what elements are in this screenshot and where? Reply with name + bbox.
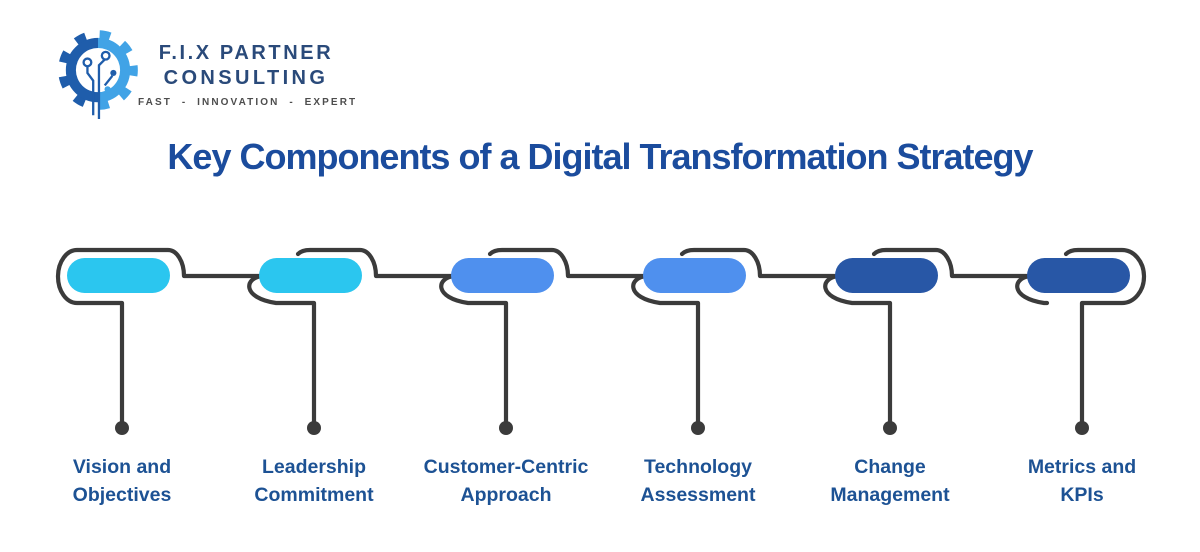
logo: F.I.X PARTNER CONSULTING FAST - INNOVATI…	[0, 0, 380, 130]
circuit-dot-icon	[104, 86, 111, 93]
circuit-node-icon	[100, 50, 111, 61]
page-title: Key Components of a Digital Transformati…	[167, 136, 1033, 177]
gear-right-half	[98, 30, 138, 110]
component-6	[1015, 247, 1147, 435]
circuit-traces	[86, 58, 114, 120]
connector-line	[1063, 247, 1147, 424]
brand-name-line1: F.I.X PARTNER	[158, 42, 334, 64]
brand-tagline: FAST - INNOVATION - EXPERT	[138, 97, 358, 108]
circuit-dot-icon	[110, 69, 117, 77]
connector-dot	[691, 421, 705, 435]
gear-circuit-icon	[58, 30, 138, 120]
component-label-line1: Leadership	[261, 456, 367, 478]
component-label-line2: Assessment	[640, 484, 756, 506]
component-pill	[643, 258, 746, 293]
connector-line	[247, 273, 317, 424]
component-label-line2: Approach	[460, 484, 552, 506]
connector-line	[679, 247, 841, 279]
connector-dot	[883, 421, 897, 435]
gear-left-half	[58, 30, 98, 110]
component-3	[439, 247, 649, 435]
component-label-line1: Change	[854, 456, 926, 478]
component-4	[631, 247, 841, 435]
component-pill	[67, 258, 170, 293]
component-label-line1: Vision and	[72, 456, 172, 478]
component-label-line2: Commitment	[254, 484, 374, 506]
connector-line	[295, 247, 457, 279]
connector-line	[631, 273, 701, 424]
component-label-line2: Management	[830, 484, 950, 506]
connector-line	[871, 247, 1033, 279]
component-pill	[451, 258, 554, 293]
brand-text-block: F.I.X PARTNER CONSULTING FAST - INNOVATI…	[138, 42, 358, 108]
connector-dot	[307, 421, 321, 435]
component-pill	[1027, 258, 1130, 293]
component-label-line1: Metrics and	[1027, 456, 1137, 478]
component-label-line2: Objectives	[72, 484, 172, 506]
component-2	[247, 247, 457, 435]
connector-dot	[499, 421, 513, 435]
component-label-line1: Customer-Centric	[423, 456, 589, 478]
component-pill	[835, 258, 938, 293]
component-label-line2: KPIs	[1060, 484, 1104, 506]
component-5	[823, 247, 1033, 435]
connector-line	[55, 247, 265, 424]
connector-line	[1015, 273, 1050, 306]
component-label-line1: Technology	[644, 456, 752, 478]
circuit-node-icon	[82, 57, 93, 68]
component-1	[55, 247, 265, 435]
brand-name-line2: CONSULTING	[163, 67, 329, 89]
connector-dot	[1075, 421, 1089, 435]
connector-dot	[115, 421, 129, 435]
connector-line	[439, 273, 509, 424]
connector-line	[823, 273, 893, 424]
component-pill	[259, 258, 362, 293]
connector-line	[487, 247, 649, 279]
